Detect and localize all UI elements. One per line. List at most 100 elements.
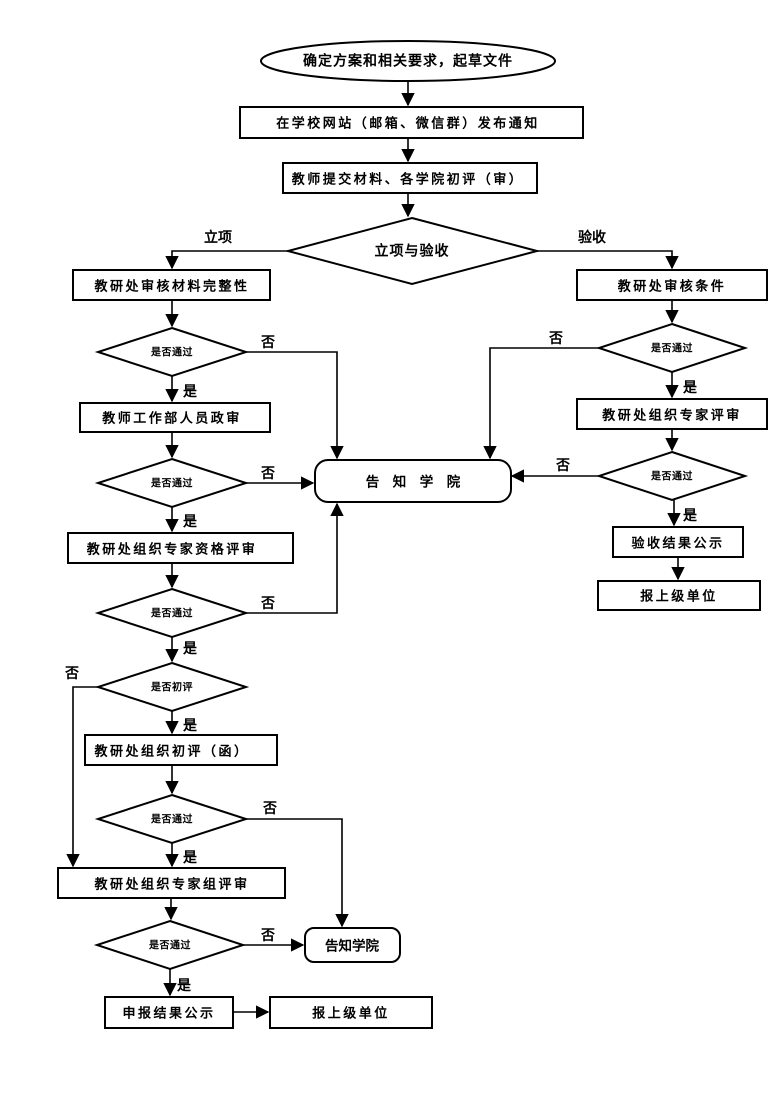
decision-r2-yes-label: 是 xyxy=(683,508,698,524)
decision-preliminary-label: 是否初评 xyxy=(150,681,193,694)
node-check-materials: 教研处审核材料完整性 xyxy=(72,269,271,301)
main-decision-diamond xyxy=(284,216,541,286)
decision-preliminary-diamond xyxy=(94,661,250,713)
expert-qualification-review-box xyxy=(67,532,294,564)
decision-r2-diamond xyxy=(595,450,749,502)
decision-r1-label: 是否通过 xyxy=(650,342,693,355)
political-review-box xyxy=(79,402,271,433)
notify-college-center-label: 告 知 学 院 xyxy=(366,474,461,490)
decision-r2-no-label: 否 xyxy=(555,458,570,474)
report-superior-left-box xyxy=(269,996,433,1029)
report-superior-right-box xyxy=(597,580,761,611)
acceptance-publicity-label: 验收结果公示 xyxy=(631,536,724,551)
expert-review-label: 教研处组织专家评审 xyxy=(601,408,742,423)
decision-l5-diamond xyxy=(94,793,250,845)
node-result-publicity: 申报结果公示 xyxy=(104,996,234,1029)
notify-college-bottom-label: 告知学院 xyxy=(325,938,379,954)
node-report-superior-right: 报上级单位 xyxy=(597,580,761,611)
decision-preliminary: 是否初评 xyxy=(94,661,250,713)
notify-college-center-box xyxy=(314,459,512,503)
decision-l6-label: 是否通过 xyxy=(148,939,191,952)
decision-r2-label: 是否通过 xyxy=(650,470,693,483)
edge-branch-left xyxy=(165,250,288,270)
result-publicity-box xyxy=(104,996,234,1029)
decision-l2-diamond xyxy=(94,457,250,509)
report-superior-right-label: 报上级单位 xyxy=(640,589,718,604)
start-ellipse xyxy=(260,40,556,82)
node-main-decision: 立项与验收 xyxy=(284,216,541,286)
political-review-label: 教师工作部人员政审 xyxy=(101,411,242,426)
expert-qualification-review-label: 教研处组织专家资格评审 xyxy=(86,542,258,557)
branch-right-label: 验收 xyxy=(578,229,607,246)
node-expert-qualification-review: 教研处组织专家资格评审 xyxy=(67,532,294,564)
node-start: 确定方案和相关要求，起草文件 xyxy=(260,40,556,82)
report-superior-left-label: 报上级单位 xyxy=(312,1006,390,1021)
decision-l6-pass: 是否通过 xyxy=(93,919,247,971)
decision-l6-diamond xyxy=(93,919,247,971)
connectors xyxy=(66,82,685,1019)
decision-l2-label: 是否通过 xyxy=(150,477,193,490)
edge-l4-no-bypass xyxy=(66,686,98,868)
decision-l6-yes-label: 是 xyxy=(177,978,192,994)
decision-l3-label: 是否通过 xyxy=(150,607,193,620)
node-publish-notice: 在学校网站（邮箱、微信群）发布通知 xyxy=(239,106,584,139)
check-materials-label: 教研处审核材料完整性 xyxy=(93,279,249,294)
check-conditions-label: 教研处审核条件 xyxy=(617,279,727,294)
decision-l1-diamond xyxy=(94,326,250,378)
decision-l3-pass: 是否通过 xyxy=(94,587,250,639)
decision-l5-label: 是否通过 xyxy=(150,813,193,826)
start-label: 确定方案和相关要求，起草文件 xyxy=(303,53,513,70)
node-political-review: 教师工作部人员政审 xyxy=(79,402,271,433)
result-publicity-label: 申报结果公示 xyxy=(122,1006,215,1021)
publish-notice-label: 在学校网站（邮箱、微信群）发布通知 xyxy=(276,116,540,131)
check-conditions-box xyxy=(576,269,768,301)
decision-r1-pass: 是否通过 xyxy=(595,322,749,374)
decision-l1-label: 是否通过 xyxy=(150,346,193,359)
decision-l3-no-label: 否 xyxy=(260,596,275,612)
node-submit-materials: 教师提交材料、各学院初评（审） xyxy=(282,162,538,194)
decision-preliminary-no-label: 否 xyxy=(64,666,79,682)
decision-l6-no-label: 否 xyxy=(260,928,275,944)
node-notify-college-center: 告 知 学 院 xyxy=(314,459,512,503)
decision-l2-yes-label: 是 xyxy=(183,514,198,530)
node-notify-college-bottom: 告知学院 xyxy=(304,927,401,963)
node-expert-group-review: 教研处组织专家组评审 xyxy=(57,867,286,899)
submit-materials-box xyxy=(282,162,538,194)
edge-l3-no-to-notify-bottom xyxy=(246,502,344,614)
node-preliminary-review: 教研处组织初评（函） xyxy=(84,734,278,766)
node-check-conditions: 教研处审核条件 xyxy=(576,269,768,301)
decision-l3-yes-label: 是 xyxy=(183,641,198,657)
decision-preliminary-yes-label: 是 xyxy=(183,718,198,734)
expert-group-review-label: 教研处组织专家组评审 xyxy=(93,877,249,892)
branch-left-label: 立项 xyxy=(204,229,232,246)
check-materials-box xyxy=(72,269,271,301)
publish-notice-box xyxy=(239,106,584,139)
edge-l1-no-to-notify-top xyxy=(246,351,344,460)
decision-r2-pass: 是否通过 xyxy=(595,450,749,502)
decision-l1-no-label: 否 xyxy=(260,335,275,351)
decision-l1-pass: 是否通过 xyxy=(94,326,250,378)
preliminary-review-label: 教研处组织初评（函） xyxy=(93,744,249,759)
notify-college-bottom-box xyxy=(304,927,401,963)
decision-l5-pass: 是否通过 xyxy=(94,793,250,845)
edge-r1-no-to-notify-top xyxy=(483,347,599,460)
edge-l5-no-to-notify2-top xyxy=(246,818,349,928)
node-report-superior-left: 报上级单位 xyxy=(269,996,433,1029)
node-acceptance-publicity: 验收结果公示 xyxy=(612,526,744,558)
expert-group-review-box xyxy=(57,867,286,899)
edge-branch-right xyxy=(537,250,679,270)
decision-r1-no-label: 否 xyxy=(548,331,563,347)
acceptance-publicity-box xyxy=(612,526,744,558)
decision-l2-no-label: 否 xyxy=(260,466,275,482)
expert-review-box xyxy=(576,398,768,430)
decision-l3-diamond xyxy=(94,587,250,639)
decision-l5-no-label: 否 xyxy=(262,801,277,817)
node-expert-review: 教研处组织专家评审 xyxy=(576,398,768,430)
decision-l1-yes-label: 是 xyxy=(183,384,198,400)
submit-materials-label: 教师提交材料、各学院初评（审） xyxy=(291,172,525,187)
decision-l2-pass: 是否通过 xyxy=(94,457,250,509)
preliminary-review-box xyxy=(84,734,278,766)
decision-l5-yes-label: 是 xyxy=(183,850,198,866)
